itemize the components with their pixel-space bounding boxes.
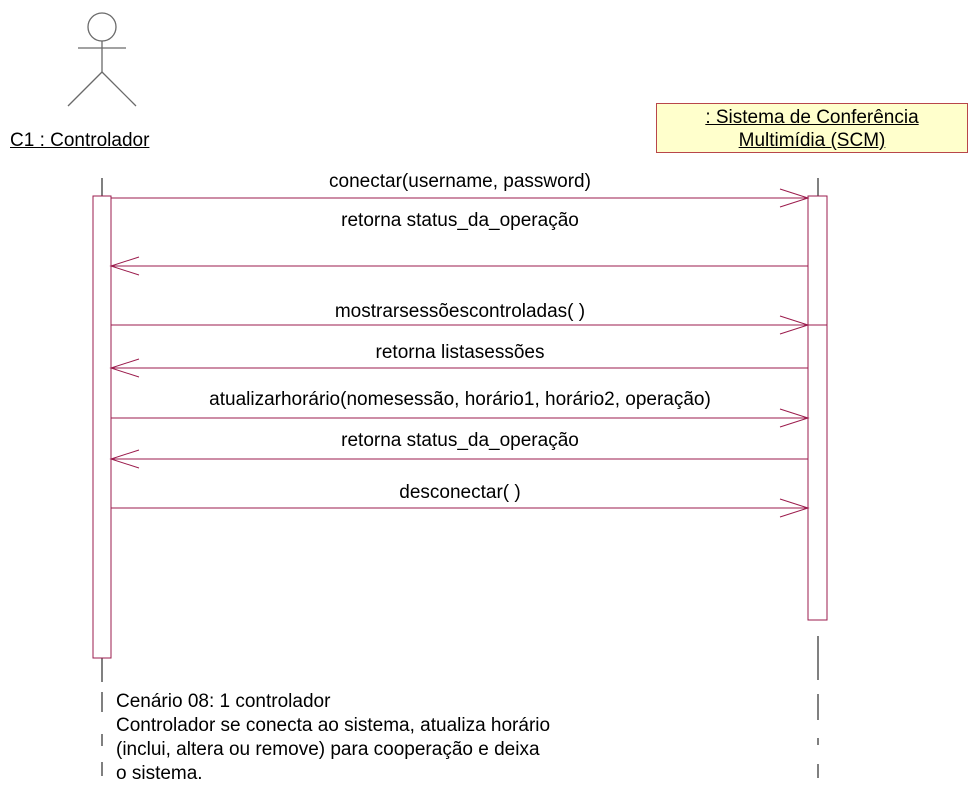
scenario-note: Cenário 08: 1 controlador Controlador se… bbox=[116, 690, 550, 786]
note-line: Controlador se conecta ao sistema, atual… bbox=[116, 715, 551, 736]
message-label: mostrarsessõescontroladas( ) bbox=[334, 301, 586, 322]
system-object-box: : Sistema de Conferência Multimídia (SCM… bbox=[656, 103, 968, 153]
actor-activation-bar bbox=[92, 195, 112, 659]
arrowhead-icon bbox=[109, 449, 140, 469]
message-label: retorna status_da_operação bbox=[341, 210, 579, 231]
object-title-line2: Multimídia (SCM) bbox=[738, 130, 886, 151]
message-label: retorna status_da_operação bbox=[341, 430, 579, 451]
note-line: o sistema. bbox=[116, 763, 203, 784]
actor-figure-icon bbox=[67, 12, 137, 107]
note-line: Cenário 08: 1 controlador bbox=[116, 691, 331, 712]
arrowhead-icon bbox=[779, 188, 810, 208]
actor-label: C1 : Controlador bbox=[10, 130, 150, 151]
arrowhead-icon bbox=[779, 315, 810, 335]
message-label: desconectar( ) bbox=[399, 482, 521, 503]
arrowhead-icon bbox=[109, 256, 140, 276]
message-arrows bbox=[109, 188, 810, 518]
object-title-line1: : Sistema de Conferência bbox=[705, 107, 919, 128]
object-activation-bar bbox=[807, 195, 828, 621]
arrowhead-icon bbox=[779, 498, 810, 518]
message-label: retorna listasessões bbox=[375, 342, 545, 363]
message-label: atualizarhorário(nomesessão, horário1, h… bbox=[209, 389, 711, 410]
arrowhead-icon bbox=[109, 358, 140, 378]
message-label: conectar(username, password) bbox=[329, 171, 591, 192]
note-line: (inclui, altera ou remove) para cooperaç… bbox=[116, 739, 540, 760]
arrowhead-icon bbox=[779, 408, 810, 428]
